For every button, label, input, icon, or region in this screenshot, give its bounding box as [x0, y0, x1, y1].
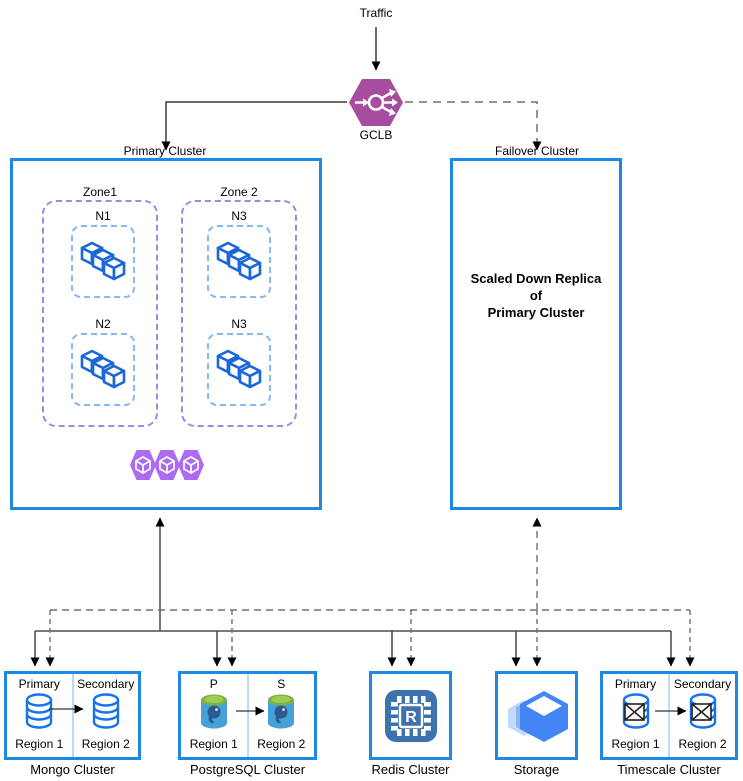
redis-chip-icon: R — [384, 689, 437, 742]
redis-cluster-caption: Redis Cluster — [371, 762, 450, 777]
svg-text:R: R — [405, 709, 417, 726]
node-n2-label: N2 — [95, 317, 111, 331]
timescale-cluster-caption: Timescale Cluster — [617, 762, 721, 777]
node-n3a-label: N3 — [231, 209, 247, 223]
failover-cluster-label: Failover Cluster — [494, 144, 580, 158]
container-cubes-icon — [216, 241, 262, 280]
postgresql-cluster-box: P Region 1 S — [178, 671, 317, 760]
divider — [668, 674, 670, 757]
storage-box — [495, 671, 578, 760]
mongo-cluster-box: Primary Region 1 Secondary Region 2 — [4, 671, 141, 760]
container-cubes-icon — [216, 349, 262, 388]
cloud-storage-icon — [507, 690, 568, 742]
timescale-region1-label: Region 1 — [611, 737, 660, 751]
mongo-region1-label: Region 1 — [15, 737, 64, 751]
divider — [71, 674, 74, 757]
node-n3a-box — [207, 225, 271, 298]
node-n2-box — [71, 333, 135, 406]
traffic-label: Traffic — [359, 6, 393, 20]
gclb-to-primary-edge — [161, 101, 347, 151]
timescale-secondary-role-label: Secondary — [673, 677, 732, 691]
timescale-cluster-box: Primary Region 1 Secondary Region 2 — [600, 671, 738, 760]
primary-cluster-label: Primary Cluster — [123, 144, 207, 158]
zone1-box — [42, 200, 158, 427]
timescale-secondary-half: Secondary Region 2 — [670, 674, 735, 757]
redis-cluster-box: R — [369, 671, 452, 760]
gclb-label: GCLB — [359, 128, 393, 142]
database-cylinder-icon — [26, 693, 53, 729]
timescale-primary-half: Primary Region 1 — [603, 674, 668, 757]
timescale-primary-role-label: Primary — [614, 677, 657, 691]
gke-hexagons — [129, 448, 205, 482]
load-balancer-icon — [349, 79, 403, 126]
gclb-node — [348, 78, 404, 127]
timescale-region2-label: Region 2 — [678, 737, 727, 751]
node-n1-box — [71, 225, 135, 298]
postgres-region2-label: Region 2 — [257, 737, 306, 751]
container-cubes-icon — [80, 241, 126, 280]
mongo-cluster-caption: Mongo Cluster — [30, 762, 115, 777]
zone2-label: Zone 2 — [220, 185, 258, 199]
zone1-label: Zone1 — [82, 185, 118, 199]
failover-line-3: Primary Cluster — [487, 305, 585, 320]
mongo-primary-half: Primary Region 1 — [7, 674, 72, 757]
mongo-region2-label: Region 2 — [81, 737, 130, 751]
postgres-secondary-role-label: S — [277, 677, 286, 691]
node-n3b-label: N3 — [231, 317, 247, 331]
postgres-primary-role-label: P — [209, 677, 218, 691]
gclb-to-failover-edge — [405, 101, 542, 151]
timescale-database-icon — [689, 693, 716, 729]
postgresql-database-icon — [200, 694, 227, 729]
failover-description: Scaled Down Replica of Primary Cluster — [450, 270, 622, 321]
container-cubes-icon — [80, 349, 126, 388]
postgres-primary-half: P Region 1 — [181, 674, 247, 757]
failover-line-1: Scaled Down Replica — [470, 271, 602, 286]
node-n1-label: N1 — [95, 209, 111, 223]
failover-cluster-box — [450, 158, 622, 510]
postgres-secondary-half: S Region 2 — [249, 674, 315, 757]
postgresql-database-icon — [268, 694, 295, 729]
node-n3b-box — [207, 333, 271, 406]
mongo-primary-role-label: Primary — [18, 677, 60, 691]
postgresql-cluster-caption: PostgreSQL Cluster — [189, 762, 306, 777]
postgres-region1-label: Region 1 — [189, 737, 238, 751]
mongo-secondary-half: Secondary Region 2 — [74, 674, 139, 757]
mongo-secondary-role-label: Secondary — [77, 677, 135, 691]
failover-line-2: of — [529, 288, 543, 303]
kubernetes-hexagon-icon — [129, 449, 205, 481]
storage-caption: Storage — [513, 762, 560, 777]
timescale-database-icon — [622, 693, 649, 729]
database-cylinder-icon — [92, 693, 119, 729]
divider — [246, 674, 249, 757]
zone2-box — [181, 200, 297, 427]
